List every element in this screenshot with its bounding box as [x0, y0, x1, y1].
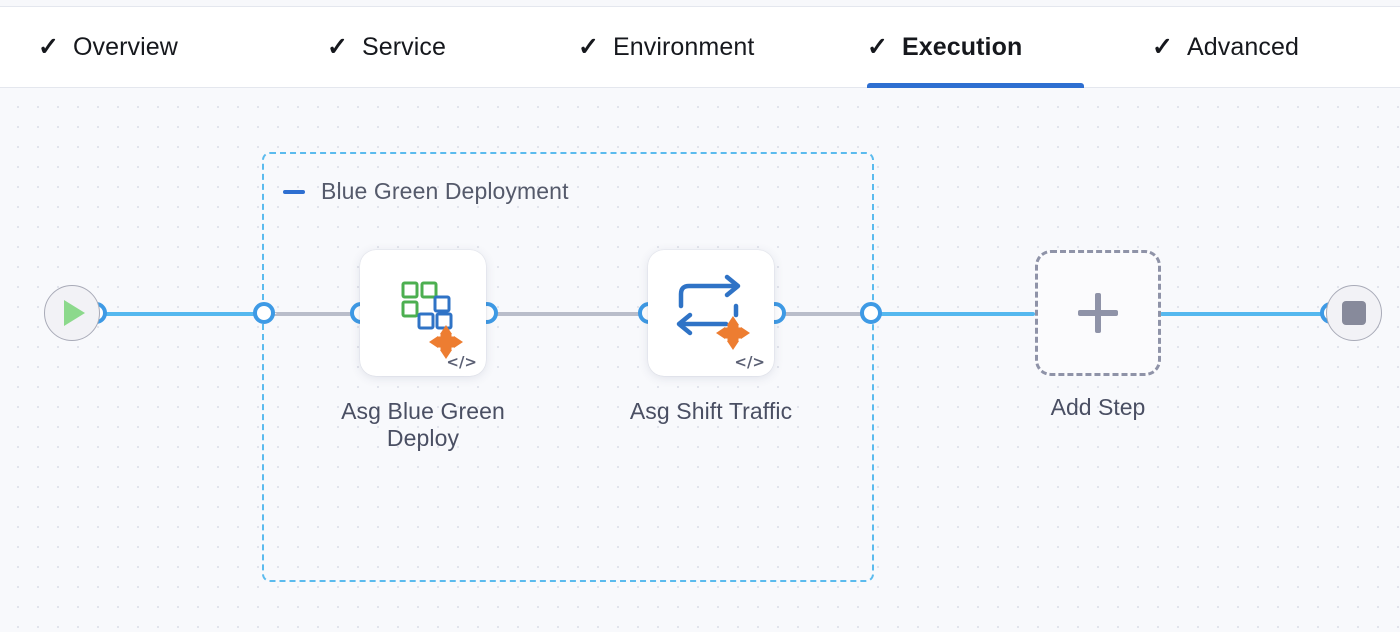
edge-start-to-group	[100, 312, 266, 316]
tab-label: Service	[361, 33, 447, 61]
minus-icon[interactable]	[283, 189, 305, 194]
stage-tab-bar: ✓Overview✓Service✓Environment✓Execution✓…	[0, 7, 1400, 88]
edge-step1-to-step2	[492, 312, 650, 316]
stop-icon	[1342, 301, 1366, 325]
step-group-title: Blue Green Deployment	[321, 178, 569, 204]
tab-execution[interactable]: ✓ Execution	[867, 7, 1084, 88]
tab-service[interactable]: ✓ Service	[327, 7, 517, 88]
tab-advanced[interactable]: ✓ Advanced	[1152, 7, 1357, 88]
add-step-label: Add Step	[1050, 394, 1146, 420]
edge-group-to-add-step	[878, 312, 1035, 316]
plus-icon	[1078, 293, 1118, 333]
execution-canvas[interactable]: Blue Green Deployment	[0, 88, 1400, 632]
tab-overview[interactable]: ✓ Overview	[38, 7, 263, 88]
connector-dot-group-out[interactable]	[860, 302, 882, 324]
check-icon: ✓	[1152, 33, 1173, 61]
tab-environment[interactable]: ✓ Environment	[578, 7, 806, 88]
pipeline-end-node[interactable]	[1326, 285, 1382, 341]
step-label: Asg Blue Green Deploy	[341, 398, 505, 452]
step-group-header: Blue Green Deployment	[283, 178, 569, 205]
code-badge-icon: </>	[734, 353, 765, 371]
tab-label: Advanced	[1186, 33, 1299, 61]
play-icon	[64, 300, 85, 326]
add-step-node[interactable]: Add Step	[1035, 250, 1161, 421]
tab-label: Overview	[72, 33, 178, 61]
add-step-button[interactable]	[1035, 250, 1161, 376]
step-card[interactable]: </>	[360, 250, 486, 376]
tab-label: Execution	[901, 33, 1023, 61]
asg-shift-traffic-icon	[676, 274, 750, 350]
connector-dot-group-in[interactable]	[253, 302, 275, 324]
step-node-asg-blue-green-deploy[interactable]: </> Asg Blue Green Deploy	[341, 250, 505, 452]
check-icon: ✓	[867, 33, 888, 61]
step-node-asg-shift-traffic[interactable]: </> Asg Shift Traffic	[630, 250, 792, 425]
check-icon: ✓	[38, 33, 59, 61]
edge-add-step-to-end	[1160, 312, 1325, 316]
asg-blue-green-deploy-icon	[401, 281, 463, 359]
edge-group-in-to-step1	[272, 312, 364, 316]
tab-active-underline	[867, 83, 1084, 88]
code-badge-icon: </>	[446, 353, 477, 371]
tab-label: Environment	[612, 33, 755, 61]
step-group-blue-green-deployment[interactable]	[262, 152, 874, 582]
check-icon: ✓	[578, 33, 599, 61]
pipeline-start-node[interactable]	[44, 285, 100, 341]
check-icon: ✓	[327, 33, 348, 61]
step-label: Asg Shift Traffic	[629, 398, 793, 424]
top-strip	[0, 0, 1400, 7]
edge-step2-to-group-out	[780, 312, 872, 316]
step-card[interactable]: </>	[648, 250, 774, 376]
